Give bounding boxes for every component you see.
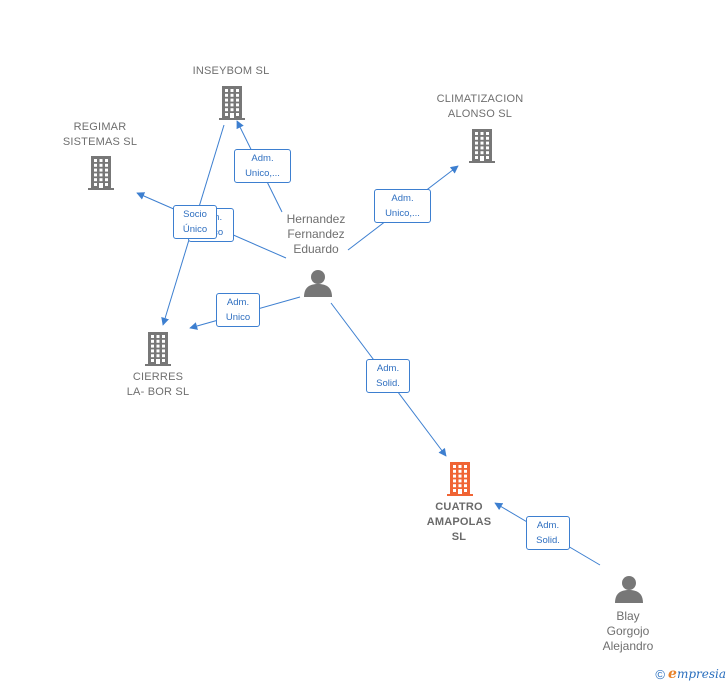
copyright-symbol: ©	[655, 666, 666, 682]
edge-label-blay-to-cuatro[interactable]: Adm. Solid.	[526, 516, 570, 550]
blay-person-icon[interactable]	[615, 576, 643, 603]
edge-label-hernandez-to-inseybom[interactable]: Adm. Unico,...	[234, 149, 291, 183]
inseybom-node-label[interactable]: INSEYBOM SL	[192, 65, 270, 77]
cierres-building-icon[interactable]	[145, 332, 171, 366]
footer-brand: © empresia	[655, 666, 726, 682]
cuatro-node-label[interactable]: CUATRO AMAPOLAS SL	[426, 501, 492, 543]
regimar-building-icon[interactable]	[88, 156, 114, 190]
climatizacion-node-label[interactable]: CLIMATIZACION ALONSO SL	[436, 93, 524, 120]
regimar-node-label[interactable]: REGIMAR SISTEMAS SL	[62, 121, 138, 148]
climatizacion-building-icon[interactable]	[469, 129, 495, 163]
cierres-node-label[interactable]: CIERRES LA- BOR SL	[126, 371, 190, 398]
hernandez-node-label[interactable]: Hernandez Fernandez Eduardo	[286, 212, 346, 256]
brand-logo: empresia	[668, 666, 726, 682]
inseybom-building-icon[interactable]	[219, 86, 245, 120]
edge-label-hernandez-to-cierres[interactable]: Adm. Unico	[216, 293, 260, 327]
edge-label-hernandez-to-cuatro[interactable]: Adm. Solid.	[366, 359, 410, 393]
cuatro-building-icon[interactable]	[447, 462, 473, 496]
blay-node-label[interactable]: Blay Gorgojo Alejandro	[602, 609, 654, 653]
edge-label-inseybom-to-cierres[interactable]: Socio Único	[173, 205, 217, 239]
hernandez-person-icon[interactable]	[304, 270, 332, 297]
edge-label-hernandez-to-climatizacion[interactable]: Adm. Unico,...	[374, 189, 431, 223]
